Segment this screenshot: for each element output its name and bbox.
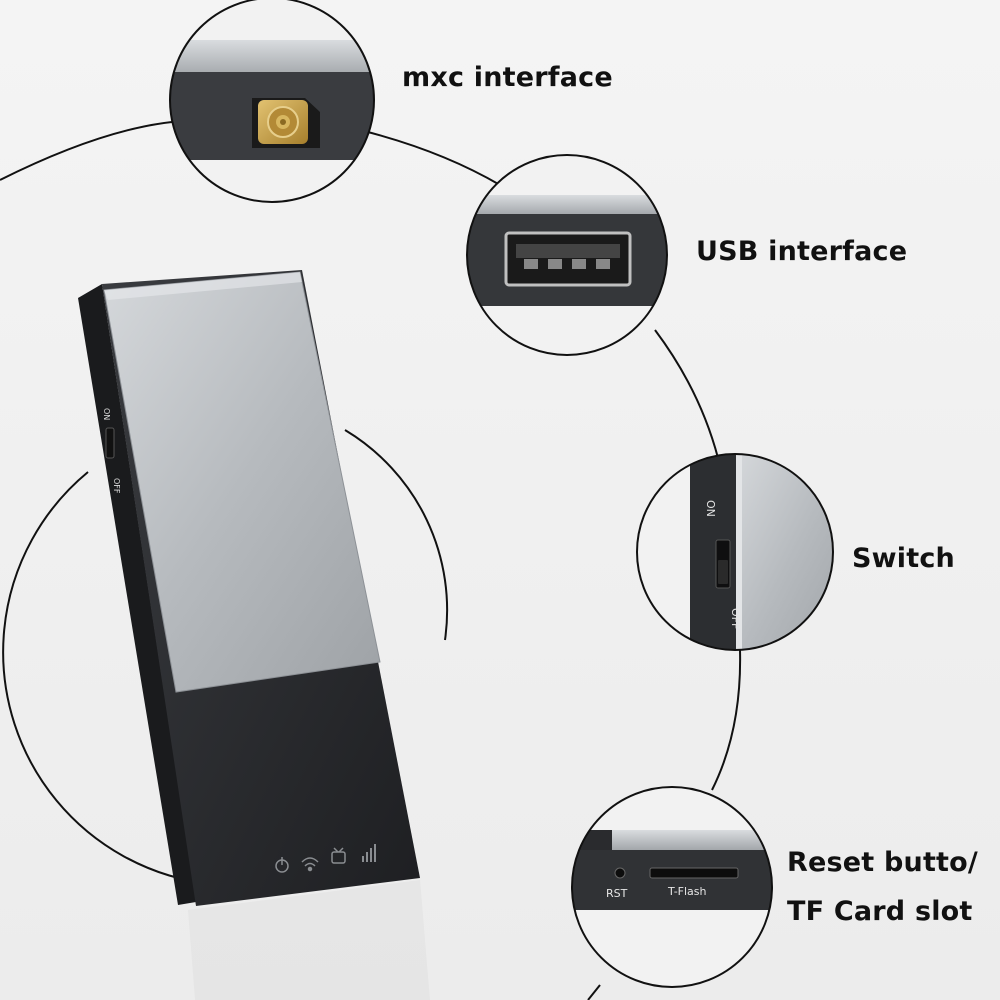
wifi-icon [301,857,319,872]
rst-marking: RST [606,887,628,900]
mxc-callout-circle [169,0,375,203]
reset-button-label: Reset butto/ [787,847,978,878]
usb-callout-circle [466,154,668,356]
switch-callout-on: ON [704,500,717,517]
switch-off-marking: OFF [112,478,121,494]
connector-arc-bottom [587,984,601,1000]
switch-callout-circle: ON OFF [636,453,834,651]
tflash-marking: T-Flash [667,885,707,898]
reset-button [614,867,626,879]
signal-icon [362,844,376,862]
switch-callout-off: OFF [729,608,742,629]
connector-arc-1 [359,129,501,186]
mxc-connector [252,98,320,148]
switch-label: Switch [852,543,955,574]
connector-arc-3 [711,649,742,791]
wifi-router-device: ON OFF [78,270,430,1000]
tf-card-slot-label: TF Card slot [787,896,973,927]
tf-card-slot [649,867,739,879]
reset-tf-callout-circle: RST T-Flash [571,786,773,988]
usb-interface-label: USB interface [696,236,908,267]
mxc-interface-label: mxc interface [402,62,613,93]
connector-arc-top [0,121,173,181]
connector-arc-2 [654,329,719,459]
power-icon [275,857,289,873]
switch-on-marking: ON [102,408,111,420]
tv-icon [331,847,346,864]
slide-switch [715,539,731,589]
usb-port [504,231,632,287]
